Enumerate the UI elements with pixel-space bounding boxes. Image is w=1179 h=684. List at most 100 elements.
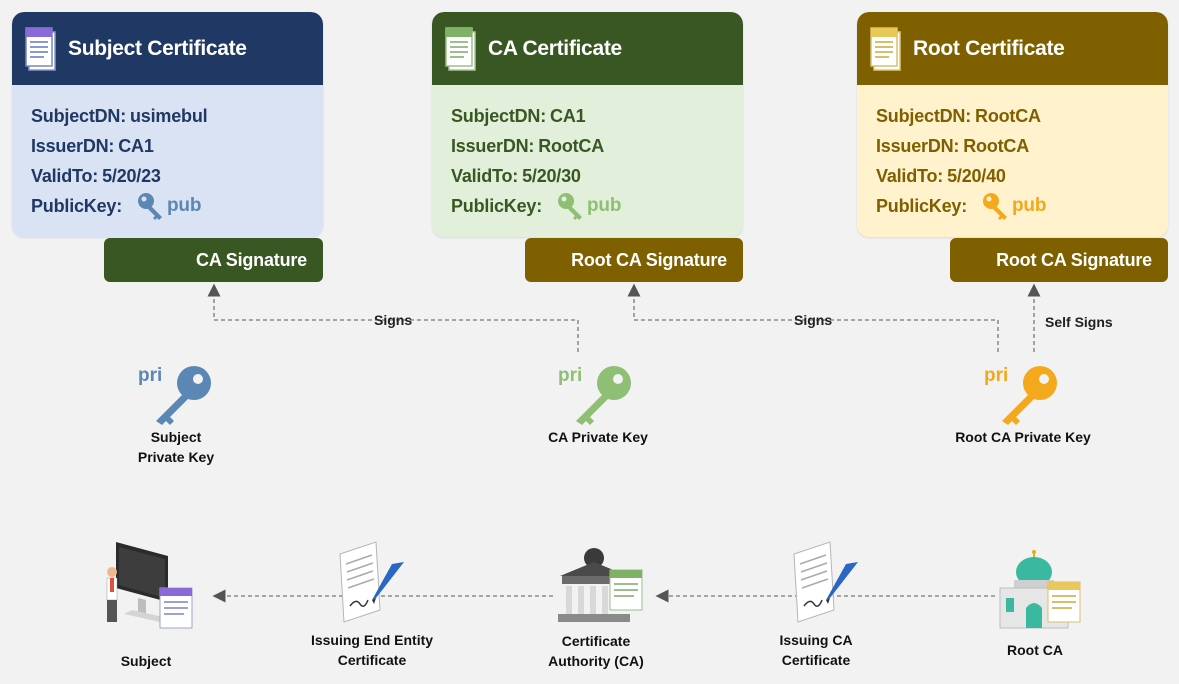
root-ca-caption: Root CA xyxy=(985,640,1085,660)
card-header: Subject Certificate xyxy=(12,12,323,85)
subject-certificate-card: Subject Certificate SubjectDN: usimebul … xyxy=(12,12,323,237)
root-ca-private-key-caption: Root CA Private Key xyxy=(935,427,1111,447)
field-label: PublicKey: xyxy=(876,196,968,216)
key-icon xyxy=(558,193,583,220)
root-certificate-card: Root Certificate SubjectDN: RootCA Issue… xyxy=(857,12,1168,237)
caption-line: Root CA xyxy=(1007,642,1063,658)
ca-private-key-caption: CA Private Key xyxy=(528,427,668,447)
field-label: IssuerDN: xyxy=(31,136,115,156)
ca-certificate-card: CA Certificate SubjectDN: CA1 IssuerDN: … xyxy=(432,12,743,237)
mosque-building-icon xyxy=(999,550,1081,629)
public-key: pub xyxy=(136,191,201,221)
field-value: 5/20/23 xyxy=(102,166,161,186)
subject-private-key-caption: Subject Private Key xyxy=(116,427,236,467)
field-value: CA1 xyxy=(118,136,154,156)
card-title: Subject Certificate xyxy=(68,36,247,60)
root-ca-signature: Root CA Signature xyxy=(525,238,743,282)
signs-label-1: Signs xyxy=(374,312,413,328)
valid-to-field: ValidTo: 5/20/40 xyxy=(876,161,1168,191)
card-title: Root Certificate xyxy=(913,36,1065,60)
self-signs-label: Self Signs xyxy=(1045,314,1113,330)
certificate-authority-caption: Certificate Authority (CA) xyxy=(530,631,662,671)
field-label: PublicKey: xyxy=(451,196,543,216)
signature-label: CA Signature xyxy=(196,249,307,270)
caption-line: Certificate xyxy=(561,633,631,649)
pub-label: pub xyxy=(167,195,202,216)
card-body: SubjectDN: RootCA IssuerDN: RootCA Valid… xyxy=(857,85,1168,221)
field-value: usimebul xyxy=(130,106,208,126)
signed-document-icon xyxy=(339,541,404,623)
field-label: ValidTo: xyxy=(876,166,944,186)
key-icon xyxy=(156,366,211,425)
field-label: SubjectDN: xyxy=(876,106,972,126)
public-key-field: PublicKey: pub xyxy=(31,191,323,221)
key-icon xyxy=(138,193,163,220)
signature-label: Root CA Signature xyxy=(571,249,727,270)
signature-label: Root CA Signature xyxy=(996,249,1152,270)
issuing-ca-caption: Issuing CA Certificate xyxy=(756,630,876,670)
field-value: RootCA xyxy=(963,136,1030,156)
pri-label: pri xyxy=(984,365,1009,386)
signs-label-2: Signs xyxy=(794,312,833,328)
public-key: pub xyxy=(981,191,1046,221)
issuer-dn-field: IssuerDN: RootCA xyxy=(876,131,1168,161)
public-key: pub xyxy=(556,191,621,221)
caption-line: Certificate xyxy=(781,652,851,668)
key-icon xyxy=(576,366,631,425)
computer-user-icon xyxy=(106,542,193,629)
field-label: SubjectDN: xyxy=(31,106,127,126)
valid-to-field: ValidTo: 5/20/23 xyxy=(31,161,323,191)
pri-label: pri xyxy=(558,365,583,386)
pub-label: pub xyxy=(587,195,622,216)
field-value: 5/20/40 xyxy=(947,166,1006,186)
signs-edge-2 xyxy=(627,283,999,352)
field-label: ValidTo: xyxy=(31,166,99,186)
issuing-end-entity-caption: Issuing End Entity Certificate xyxy=(298,630,446,670)
caption-line: Issuing CA xyxy=(779,632,853,648)
caption-line: CA Private Key xyxy=(548,429,648,445)
pub-label: pub xyxy=(1012,195,1047,216)
pri-label: pri xyxy=(138,365,163,386)
caption-line: Issuing End Entity xyxy=(310,632,434,648)
field-label: ValidTo: xyxy=(451,166,519,186)
field-value: 5/20/30 xyxy=(522,166,581,186)
public-key-field: PublicKey: pub xyxy=(876,191,1168,221)
ca-signature: CA Signature xyxy=(104,238,323,282)
caption-line: Root CA Private Key xyxy=(955,429,1091,445)
certificate-icon xyxy=(445,26,476,71)
subject-caption: Subject xyxy=(96,651,196,671)
key-icon xyxy=(1002,366,1057,425)
valid-to-field: ValidTo: 5/20/30 xyxy=(451,161,743,191)
root-ca-self-signature: Root CA Signature xyxy=(950,238,1168,282)
caption-line: Subject xyxy=(120,653,172,669)
bank-building-icon xyxy=(558,548,643,622)
caption-line: Private Key xyxy=(137,449,215,465)
field-label: IssuerDN: xyxy=(876,136,960,156)
signs-edge-1 xyxy=(207,283,579,352)
issuer-dn-field: IssuerDN: RootCA xyxy=(451,131,743,161)
card-header: Root Certificate xyxy=(857,12,1168,85)
issuer-dn-field: IssuerDN: CA1 xyxy=(31,131,323,161)
caption-line: Authority (CA) xyxy=(548,653,644,669)
field-value: RootCA xyxy=(975,106,1041,126)
caption-line: Subject xyxy=(150,429,202,445)
field-value: RootCA xyxy=(538,136,605,156)
field-value: CA1 xyxy=(550,106,586,126)
key-icon xyxy=(983,193,1008,220)
certificate-icon xyxy=(870,26,901,71)
field-label: SubjectDN: xyxy=(451,106,547,126)
signed-document-icon xyxy=(793,541,858,623)
certificate-icon xyxy=(25,26,56,71)
card-body: SubjectDN: usimebul IssuerDN: CA1 ValidT… xyxy=(12,85,323,221)
card-header: CA Certificate xyxy=(432,12,743,85)
subject-dn-field: SubjectDN: usimebul xyxy=(31,101,323,131)
card-body: SubjectDN: CA1 IssuerDN: RootCA ValidTo:… xyxy=(432,85,743,221)
public-key-field: PublicKey: pub xyxy=(451,191,743,221)
caption-line: Certificate xyxy=(337,652,407,668)
card-title: CA Certificate xyxy=(488,36,622,60)
subject-dn-field: SubjectDN: RootCA xyxy=(876,101,1168,131)
subject-dn-field: SubjectDN: CA1 xyxy=(451,101,743,131)
field-label: PublicKey: xyxy=(31,196,123,216)
